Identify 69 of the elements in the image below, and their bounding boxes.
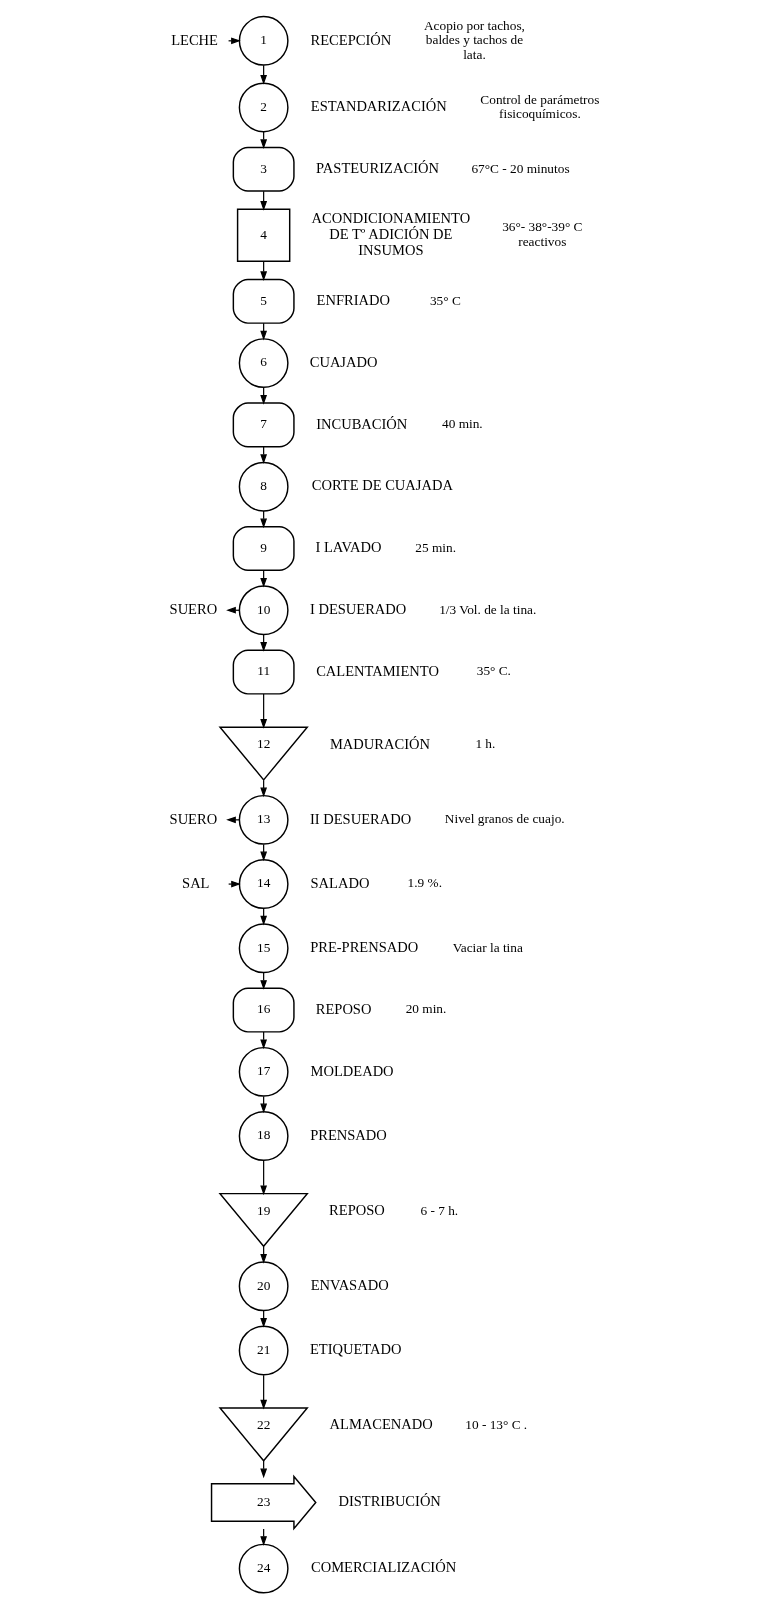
arrow: [259, 693, 267, 729]
node-box: 5: [232, 278, 295, 324]
node-box: 4: [236, 208, 290, 263]
node-label: I DESUERADO: [309, 601, 406, 618]
node-label: Acopio por tachos, baldes y tachos de lata.: [423, 17, 525, 62]
arrow: [259, 1160, 267, 1196]
node-box: 3: [232, 146, 295, 192]
node-label: II DESUERADO: [309, 810, 411, 827]
node-label: 1 h.: [474, 736, 495, 752]
node-circle: 6: [238, 338, 289, 389]
node-circle: 14: [238, 859, 289, 910]
node-label: ENFRIADO: [316, 292, 390, 309]
arrow: [259, 1374, 267, 1410]
node-text: SUERO: [169, 601, 217, 618]
node-circle: 20: [238, 1261, 289, 1312]
node-label: COMERCIALIZACIÓN: [310, 1559, 456, 1576]
node-label: REPOSO: [315, 1000, 371, 1017]
node-circle: 15: [238, 923, 289, 974]
node-label: 1.9 %.: [407, 875, 442, 891]
node-box: 16: [232, 987, 295, 1033]
node-box: 9: [232, 525, 295, 571]
node-label: 36°- 38°-39° C reactivos: [501, 219, 582, 249]
node-label: ETIQUETADO: [309, 1341, 402, 1358]
node-label: 25 min.: [414, 539, 456, 555]
node-label: CUAJADO: [309, 353, 377, 370]
node-label: Vaciar la tina: [452, 939, 523, 955]
node-label: PASTEURIZACIÓN: [315, 160, 439, 176]
node-label: SALADO: [310, 874, 369, 891]
node-box: 7: [232, 402, 295, 448]
node-label: 40 min.: [441, 416, 483, 432]
node-circle: 18: [238, 1111, 289, 1162]
node-box: 11: [232, 649, 295, 695]
node-label: 35° C.: [476, 663, 511, 679]
node-circle: 13: [238, 794, 289, 845]
node-label: Nivel granos de cuajo.: [444, 811, 565, 827]
node-label: I LAVADO: [314, 539, 381, 556]
node-label: ESTANDARIZACIÓN: [310, 98, 447, 115]
node-circle: 21: [238, 1325, 289, 1376]
node-label: DISTRIBUCIÓN: [337, 1493, 441, 1510]
arrow: [225, 816, 240, 824]
node-text: SAL: [181, 874, 210, 891]
node-circle: 2: [238, 82, 289, 133]
node-label: ALMACENADO: [329, 1416, 433, 1433]
node-label: Control de parámetros fisicoquímicos.: [479, 91, 599, 122]
node-label: CORTE DE CUAJADA: [311, 477, 453, 494]
node-text: LECHE: [170, 31, 218, 48]
node-circle: 17: [238, 1046, 289, 1097]
node-circle: 8: [238, 461, 289, 512]
node-label: PRE-PRENSADO: [309, 939, 418, 956]
node-circle: 1: [238, 15, 289, 66]
node-label: 67°C - 20 minutos: [470, 160, 570, 176]
node-circle: 10: [238, 585, 289, 636]
node-label: RECEPCIÓN: [310, 31, 391, 48]
node-label: INCUBACIÓN: [315, 415, 407, 432]
node-label: PRENSADO: [309, 1126, 387, 1143]
node-text: SUERO: [169, 810, 217, 827]
node-label: MADURACIÓN: [329, 735, 430, 752]
node-label: 20 min.: [405, 1001, 446, 1017]
node-label: 10 - 13° C .: [464, 1417, 527, 1433]
node-label: ENVASADO: [310, 1277, 389, 1294]
node-label: 1/3 Vol. de la tina.: [438, 601, 536, 617]
node-label: MOLDEADO: [310, 1062, 394, 1079]
node-circle: 24: [238, 1543, 289, 1594]
node-label: 6 - 7 h.: [419, 1202, 458, 1218]
node-label: REPOSO: [328, 1201, 385, 1218]
arrow: [227, 880, 241, 888]
node-label: ACONDICIONAMIENTO DE Tº ADICIÓN DE INSUMOS: [311, 210, 470, 258]
node-label: 35° C: [429, 292, 461, 308]
node-label: CALENTAMIENTO: [315, 662, 439, 679]
